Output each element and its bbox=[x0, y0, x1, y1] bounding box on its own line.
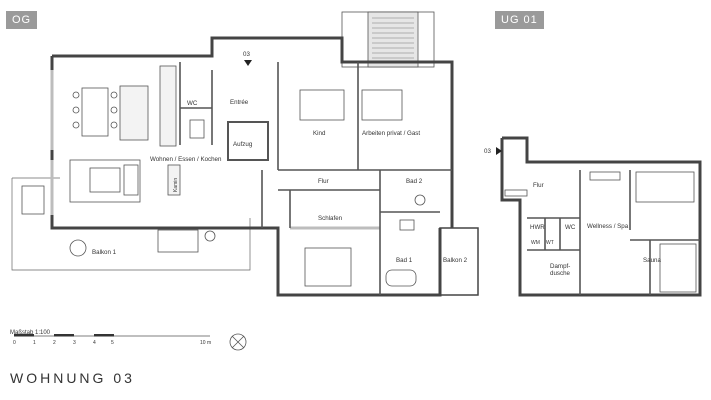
label-kamin: Kamin bbox=[173, 178, 179, 192]
floor-tag-ug: UG 01 bbox=[495, 11, 544, 29]
label-wohnen: Wohnen / Essen / Kochen bbox=[150, 156, 222, 163]
og-balcony-2 bbox=[439, 227, 479, 296]
floor-tag-og: OG bbox=[6, 11, 38, 29]
label-balkon2: Balkon 2 bbox=[443, 257, 468, 264]
label-bad2: Bad 2 bbox=[406, 178, 423, 185]
label-wt: WT bbox=[546, 240, 554, 246]
label-kind: Kind bbox=[313, 130, 326, 137]
kitchen-elements bbox=[119, 65, 181, 196]
label-aufzug: Aufzug bbox=[233, 141, 253, 148]
label-balkon1: Balkon 1 bbox=[92, 249, 117, 256]
entry-marker-ug bbox=[496, 147, 502, 155]
scale-tick-2: 2 bbox=[53, 340, 56, 346]
ug-fixtures bbox=[504, 171, 697, 293]
label-flur-og: Flur bbox=[318, 178, 329, 185]
scale-bar bbox=[14, 334, 210, 337]
label-entry-ug: 03 bbox=[484, 148, 491, 155]
page-title: WOHNUNG 03 bbox=[10, 370, 135, 386]
ug-interior-walls bbox=[527, 170, 700, 295]
bath-fixtures bbox=[189, 119, 426, 287]
scale-label: Maßstab 1:100 bbox=[10, 330, 51, 336]
scale-tick-5: 5 bbox=[111, 340, 114, 346]
label-flur-ug: Flur bbox=[533, 182, 544, 189]
beds bbox=[299, 89, 403, 287]
label-hwr: HWR bbox=[530, 224, 545, 231]
scale-tick-3: 3 bbox=[73, 340, 76, 346]
label-dampf-1: Dampf- bbox=[550, 263, 570, 270]
balcony-furniture bbox=[21, 185, 216, 257]
living-sofa bbox=[69, 159, 141, 203]
og-windows bbox=[50, 70, 380, 230]
scale-tick-10: 10 m bbox=[200, 340, 212, 346]
entry-marker-og bbox=[244, 60, 252, 66]
label-schlafen: Schlafen bbox=[318, 215, 343, 222]
scale-tick-4: 4 bbox=[93, 340, 96, 346]
og-outer-walls bbox=[50, 36, 454, 297]
label-wellness: Wellness / Spa bbox=[587, 223, 629, 230]
label-sauna: Sauna bbox=[643, 257, 661, 264]
dining-table bbox=[72, 87, 118, 137]
label-entry-og: 03 bbox=[243, 51, 250, 58]
label-wc-og: WC bbox=[187, 100, 198, 107]
ug-outer-walls bbox=[500, 136, 702, 297]
balcony-1-outline bbox=[11, 177, 251, 271]
label-entree: Entrée bbox=[230, 99, 249, 106]
scale-tick-0: 0 bbox=[13, 340, 16, 346]
compass bbox=[229, 333, 247, 351]
og-interior-walls bbox=[179, 62, 452, 295]
staircase bbox=[341, 11, 435, 68]
scale-tick-1: 1 bbox=[33, 340, 36, 346]
label-dampf-2: dusche bbox=[550, 270, 571, 277]
label-wm: WM bbox=[531, 240, 540, 246]
label-bad1: Bad 1 bbox=[396, 257, 413, 264]
label-wc-ug: WC bbox=[565, 224, 576, 231]
label-arbeiten: Arbeiten privat / Gast bbox=[362, 130, 420, 137]
